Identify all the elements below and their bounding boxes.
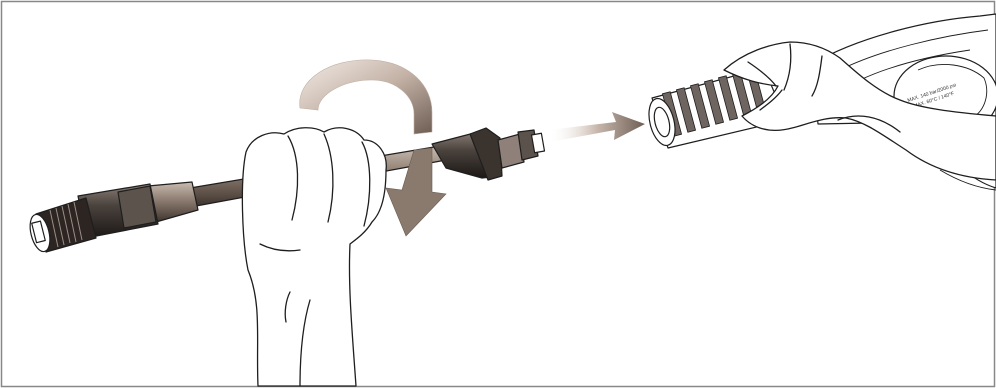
insert-arrow-icon (548, 112, 645, 142)
rotation-arrow-icon (300, 60, 432, 134)
left-hand (242, 128, 386, 386)
